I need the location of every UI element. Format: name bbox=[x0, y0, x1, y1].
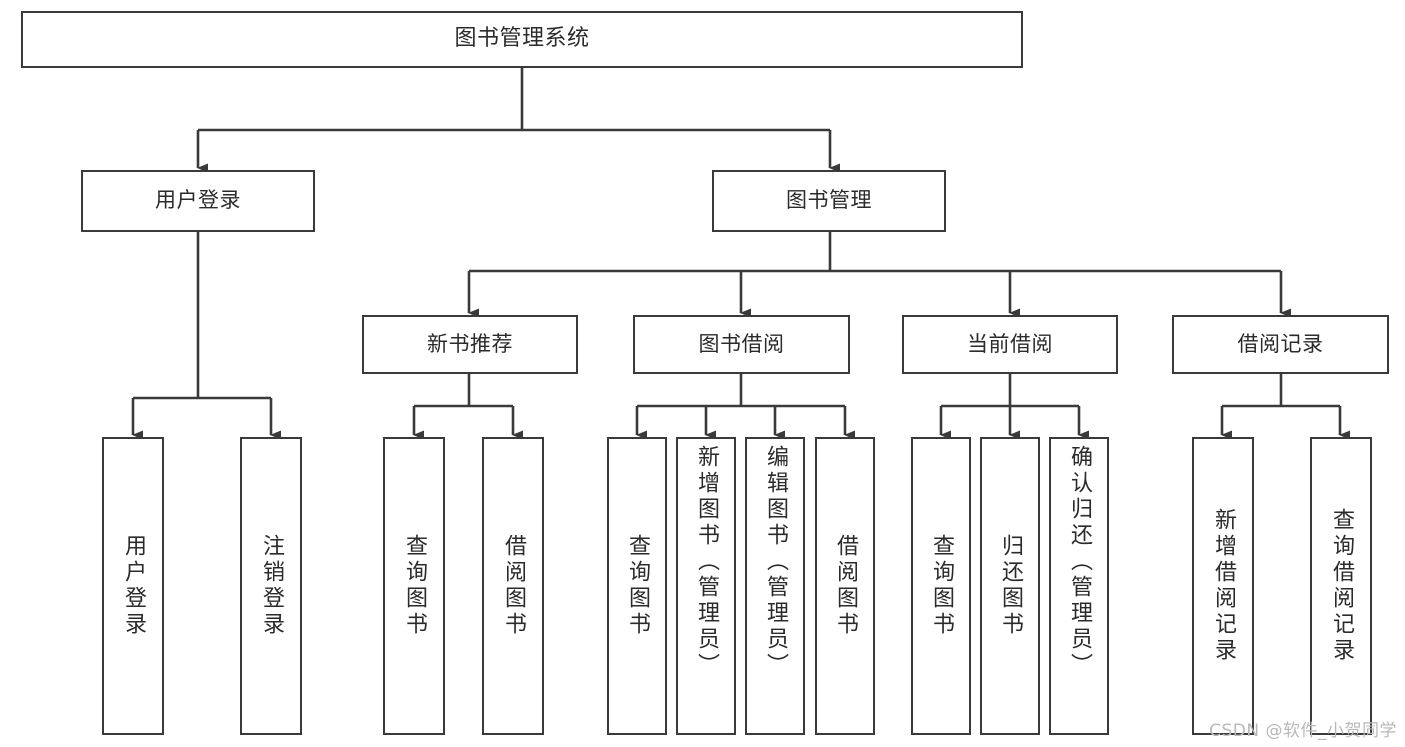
node-leaf-logout[interactable]: 注销登录 bbox=[240, 437, 302, 735]
node-leaf-borrow-book-1-label: 借阅图书 bbox=[501, 534, 526, 638]
node-leaf-add-record[interactable]: 新增借阅记录 bbox=[1192, 437, 1254, 735]
node-leaf-user-login-label: 用户登录 bbox=[121, 534, 146, 638]
node-leaf-edit-book[interactable]: 编辑图书（管理员） bbox=[745, 437, 805, 735]
node-leaf-logout-label: 注销登录 bbox=[259, 534, 284, 638]
node-leaf-query-book-3-label: 查询图书 bbox=[929, 534, 954, 638]
node-leaf-borrow-book-2-label: 借阅图书 bbox=[833, 534, 858, 638]
node-borrow-record-label: 借阅记录 bbox=[1237, 331, 1324, 356]
node-leaf-edit-book-label: 编辑图书（管理员） bbox=[763, 445, 788, 679]
node-book-borrow-label: 图书借阅 bbox=[698, 331, 785, 356]
node-borrow-record[interactable]: 借阅记录 bbox=[1172, 315, 1389, 374]
node-leaf-query-book-2[interactable]: 查询图书 bbox=[607, 437, 667, 735]
node-user-login[interactable]: 用户登录 bbox=[81, 170, 315, 232]
node-new-book-rec[interactable]: 新书推荐 bbox=[362, 315, 578, 374]
node-user-login-label: 用户登录 bbox=[155, 188, 241, 213]
node-leaf-query-book-1[interactable]: 查询图书 bbox=[383, 437, 445, 735]
node-leaf-borrow-book-1[interactable]: 借阅图书 bbox=[482, 437, 544, 735]
node-root[interactable]: 图书管理系统 bbox=[21, 11, 1023, 68]
node-leaf-query-record[interactable]: 查询借阅记录 bbox=[1310, 437, 1372, 735]
node-leaf-query-book-1-label: 查询图书 bbox=[402, 534, 427, 638]
node-leaf-add-book-label: 新增图书（管理员） bbox=[694, 445, 719, 679]
node-leaf-query-book-2-label: 查询图书 bbox=[625, 534, 650, 638]
node-leaf-confirm-return[interactable]: 确认归还（管理员） bbox=[1049, 437, 1109, 735]
node-book-manage[interactable]: 图书管理 bbox=[712, 170, 946, 232]
node-book-borrow[interactable]: 图书借阅 bbox=[633, 315, 850, 374]
node-leaf-query-book-3[interactable]: 查询图书 bbox=[911, 437, 971, 735]
node-leaf-confirm-return-label: 确认归还（管理员） bbox=[1067, 445, 1092, 679]
node-leaf-add-book[interactable]: 新增图书（管理员） bbox=[676, 437, 736, 735]
node-leaf-query-record-label: 查询借阅记录 bbox=[1329, 508, 1354, 664]
node-new-book-rec-label: 新书推荐 bbox=[427, 331, 513, 356]
node-leaf-return-book-label: 归还图书 bbox=[998, 534, 1023, 638]
node-leaf-add-record-label: 新增借阅记录 bbox=[1211, 508, 1236, 664]
node-book-manage-label: 图书管理 bbox=[786, 188, 872, 213]
node-root-label: 图书管理系统 bbox=[454, 26, 590, 52]
node-leaf-user-login[interactable]: 用户登录 bbox=[102, 437, 164, 735]
node-leaf-return-book[interactable]: 归还图书 bbox=[980, 437, 1040, 735]
node-current-borrow-label: 当前借阅 bbox=[967, 331, 1053, 356]
node-current-borrow[interactable]: 当前借阅 bbox=[902, 315, 1118, 374]
node-leaf-borrow-book-2[interactable]: 借阅图书 bbox=[815, 437, 875, 735]
csdn-watermark: CSDN @软件_小贺同学 bbox=[1209, 721, 1397, 741]
